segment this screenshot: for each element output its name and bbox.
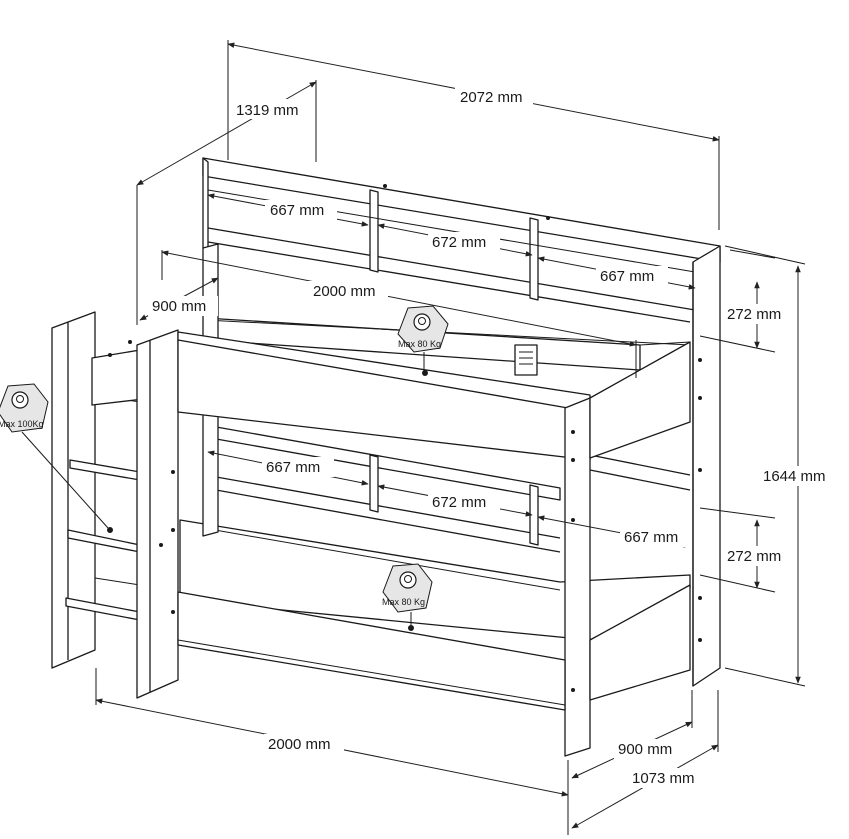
- upper-shelf-divider-1: [369, 189, 379, 273]
- weight-icon-lower: Max 80 Kg: [382, 563, 433, 626]
- dim-upper-bed-length: 2000 mm: [313, 283, 376, 300]
- front-left-post: [136, 329, 179, 699]
- dim-total-height: 1644 mm: [763, 468, 826, 485]
- dim-lower-shelf-left: 667 mm: [266, 459, 320, 476]
- dim-base-depth-outer: 1073 mm: [632, 770, 695, 787]
- hardware-dots: [107, 184, 702, 692]
- dim-top-depth: 1319 mm: [236, 102, 299, 119]
- upper-shelf-divider-2: [529, 217, 539, 301]
- front-right-post: [564, 397, 591, 757]
- dim-base-length: 2000 mm: [268, 736, 331, 753]
- dim-upper-shelf-right: 667 mm: [600, 268, 654, 285]
- dim-lower-shelf-middle: 672 mm: [432, 494, 486, 511]
- dim-top-width: 2072 mm: [460, 89, 523, 106]
- dim-upper-bed-depth: 900 mm: [152, 298, 206, 315]
- weight-icon-upper: Max 80 Kg: [397, 305, 449, 372]
- weight-icon-ladder: Max 100Kg: [0, 383, 109, 529]
- dim-upper-shelf-middle: 672 mm: [432, 234, 486, 251]
- dimension-labels: 2072 mm 1319 mm 667 mm 672 mm 667 mm 200…: [148, 86, 836, 788]
- dim-lower-shelf-right: 667 mm: [624, 529, 678, 546]
- instruction-sheet-icon: [514, 344, 538, 376]
- right-back-post: [692, 245, 721, 687]
- dim-base-depth-inner: 900 mm: [618, 741, 672, 758]
- dim-upper-shelf-left: 667 mm: [270, 202, 324, 219]
- dim-lower-shelf-height: 272 mm: [727, 548, 781, 565]
- load-label-ladder: Max 100Kg: [0, 419, 44, 429]
- load-label-upper: Max 80 Kg: [398, 339, 441, 349]
- front-structure: [136, 329, 691, 757]
- load-label-lower: Max 80 Kg: [382, 597, 425, 607]
- dim-upper-shelf-height: 272 mm: [727, 306, 781, 323]
